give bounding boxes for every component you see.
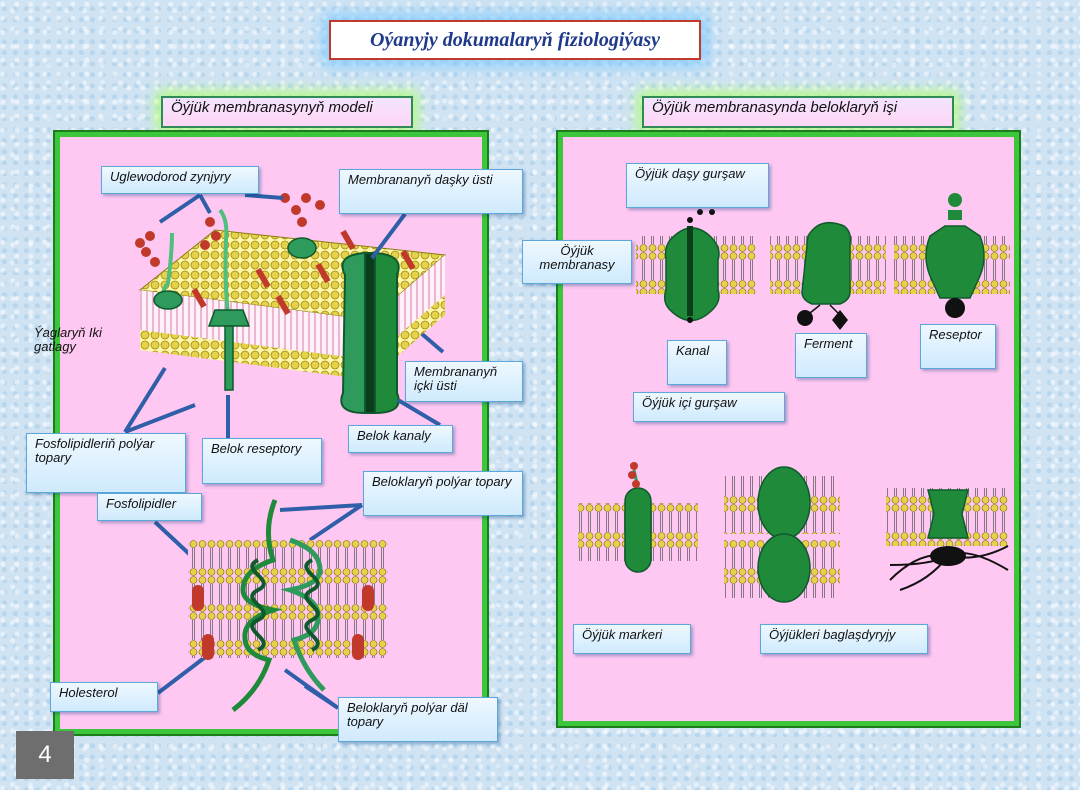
phospholipids-label: Fosfolipidler [97,493,202,521]
protein-receptor-label: Belok reseptory [202,438,322,484]
bilayer-cross-section [188,499,388,712]
intracellular-label: Öýjük içi gurşaw [633,392,785,422]
page-title: Oýanyjy dokumalaryň fiziologiýasy [329,20,701,60]
cell-binding-label: Öýjükleri baglaşdyryjy [760,624,928,654]
lipid-bilayer-label: Ýaglaryň Iki gatlagy [34,325,102,354]
cell-membrane-label: Öýjük membranasy [522,240,632,284]
surface-glycoproteins [153,208,317,391]
cell-marker-label: Öýjük markeri [573,624,691,654]
protein-nonpolar-group-label: Beloklaryň polýar däl topary [338,697,498,742]
left-section-header: Öýjük membranasynyň modeli [161,96,413,128]
cholesterol-label: Holesterol [50,682,158,712]
carbohydrate-chains [135,193,416,316]
outer-surface-label: Membrananyň daşky üsti [339,169,523,214]
protein-polar-group-label: Beloklaryň polýar topary [363,471,523,516]
inner-surface-label: Membrananyň içki üsti [405,361,523,402]
protein-channel-label: Belok kanaly [348,425,453,453]
extracellular-label: Öýjük daşy gurşaw [626,163,769,208]
carbohydrate-chain-label: Uglewodorod zynjyry [101,166,259,194]
protein-channel [340,251,400,415]
channel-label: Kanal [667,340,727,385]
page-number: 4 [16,731,74,779]
receptor-label: Reseptor [920,324,996,369]
enzyme-label: Ferment [795,333,867,378]
right-section-header: Öýjük membranasynda beloklaryň işi [642,96,954,128]
phospholipid-polar-heads-label: Fosfolipidleriň polýar topary [26,433,186,493]
protein-illustrations [578,193,1010,603]
pointer-lines [123,193,445,710]
